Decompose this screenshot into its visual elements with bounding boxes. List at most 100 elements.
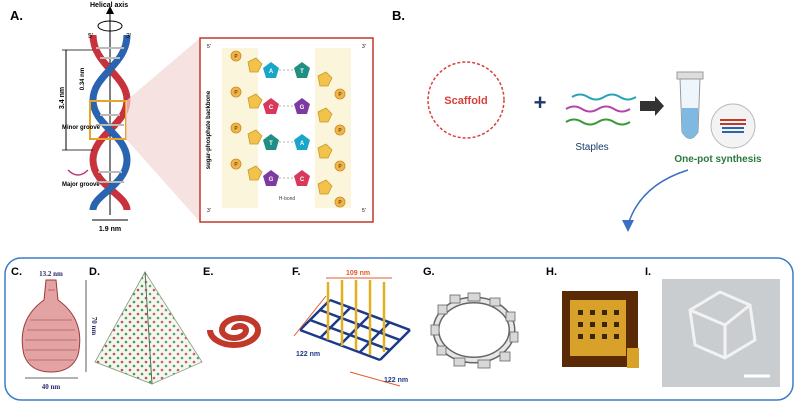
five-prime-label: 5' [88,33,93,40]
svg-text:C: C [300,177,305,183]
sugar-group-right [317,71,333,195]
afm-holes [578,310,619,339]
major-groove-arrow [67,169,89,176]
svg-text:P: P [338,164,342,170]
base-t-left [263,134,279,150]
base-a-right [294,134,310,150]
svg-text:T: T [269,141,273,147]
svg-text:P: P [234,126,238,132]
down-arrow-icon [622,220,634,232]
panel-label-i: I. [645,266,651,278]
origami-product-icon [720,119,746,133]
hydrogen-bond-lines [279,69,294,179]
vase-top-label: 13.2 nm [39,270,63,278]
tem-background [662,279,780,387]
three-prime-label: 3' [126,33,131,40]
panel-label-e: E. [203,266,213,278]
hbond-label: H-bond [279,196,296,202]
backbone-label: sugar-phosphate backbone [206,90,212,169]
panel-label-a: A. [10,8,23,23]
base-t-right [294,62,310,78]
svg-text:P: P [234,54,238,60]
wireframe-cube [688,290,757,360]
pyramid-face-left [94,270,153,385]
scaffold-label: Scaffold [444,95,487,107]
one-pot-label: One-pot synthesis [674,154,762,165]
base-g-left [263,170,279,186]
staple-green [565,118,631,126]
rise-label: 0.34 nm [80,68,86,90]
panel-label-c: C. [11,266,22,278]
staple-magenta [565,105,631,113]
vase-height-label: 70 nm [90,317,98,336]
lattice-yellow [326,280,386,355]
pitch-label: 3.4 nm [59,87,66,109]
phosphate-letters: P P P P P P P P [234,54,342,206]
zoom-circle [710,103,756,149]
panel-label-f: F. [292,266,301,278]
svg-text:T: T [300,69,304,75]
vase-shape [21,279,81,373]
svg-text:C: C [269,105,274,111]
panel-label-d: D. [89,266,100,278]
base-g-right [294,98,310,114]
base-letters: A C T G T G A C [269,69,305,183]
panel-h-afm [562,291,639,368]
panel-g-ring [430,292,519,369]
dna-strand-blue [89,34,131,211]
plus-icon: + [534,90,547,115]
inset-3prime-bottom: 3' [207,208,211,214]
svg-text:P: P [234,90,238,96]
staples-label: Staples [575,142,608,153]
panel-label-h: H. [546,266,557,278]
svg-text:A: A [300,141,305,147]
flow-arrow [627,169,689,226]
panel-a [62,6,200,222]
svg-text:P: P [234,162,238,168]
panel-a-inset [199,37,374,223]
major-groove-label: Major groove [62,182,100,188]
pyramid-face-right [144,271,203,385]
base-c-right [294,170,310,186]
base-c-left [263,98,279,114]
staple-cyan [571,93,637,101]
panel-e-spiral [207,315,262,348]
svg-text:P: P [338,92,342,98]
svg-text:G: G [300,105,305,111]
text-layer: A. B. Helical axis 5' 3' 3.4 nm 0.34 nm … [10,2,762,391]
panel-f-lattice [293,277,411,387]
panel-label-b: B. [392,8,405,23]
base-a-left [263,62,279,78]
right-arrow-icon [640,96,664,116]
phosphate-group-left [230,50,242,170]
vase-bottom-label: 40 nm [42,383,61,391]
phosphate-group-right [334,88,346,208]
inset-5prime-top: 5' [207,44,211,50]
lattice-right-label: 122 nm [384,377,408,384]
svg-text:G: G [269,177,274,183]
panel-label-g: G. [423,266,435,278]
minor-groove-label: Minor groove [62,125,101,131]
svg-text:P: P [338,128,342,134]
panel-c-vase [21,279,87,379]
svg-text:A: A [269,69,274,75]
inset-5prime-bottom: 5' [362,208,366,214]
rotation-icon [97,20,123,32]
examples-frame [4,257,794,401]
ring-teeth [430,292,519,369]
axis-arrow-icon [106,6,114,14]
inset-3prime-top: 3' [362,44,366,50]
panel-d-pyramid [94,270,203,385]
lattice-left-label: 122 nm [296,351,320,358]
scaffold-ring [427,61,505,139]
diameter-label: 1.9 nm [99,226,121,233]
spiral-ribbon [207,315,262,348]
lattice-blue [299,298,411,362]
tube-liquid [682,108,698,139]
afm-origami-tile [570,300,626,356]
svg-text:P: P [338,200,342,206]
panel-i-tem [662,279,780,387]
helical-axis-label: Helical axis [90,2,128,9]
base-pair-rungs [96,47,124,183]
